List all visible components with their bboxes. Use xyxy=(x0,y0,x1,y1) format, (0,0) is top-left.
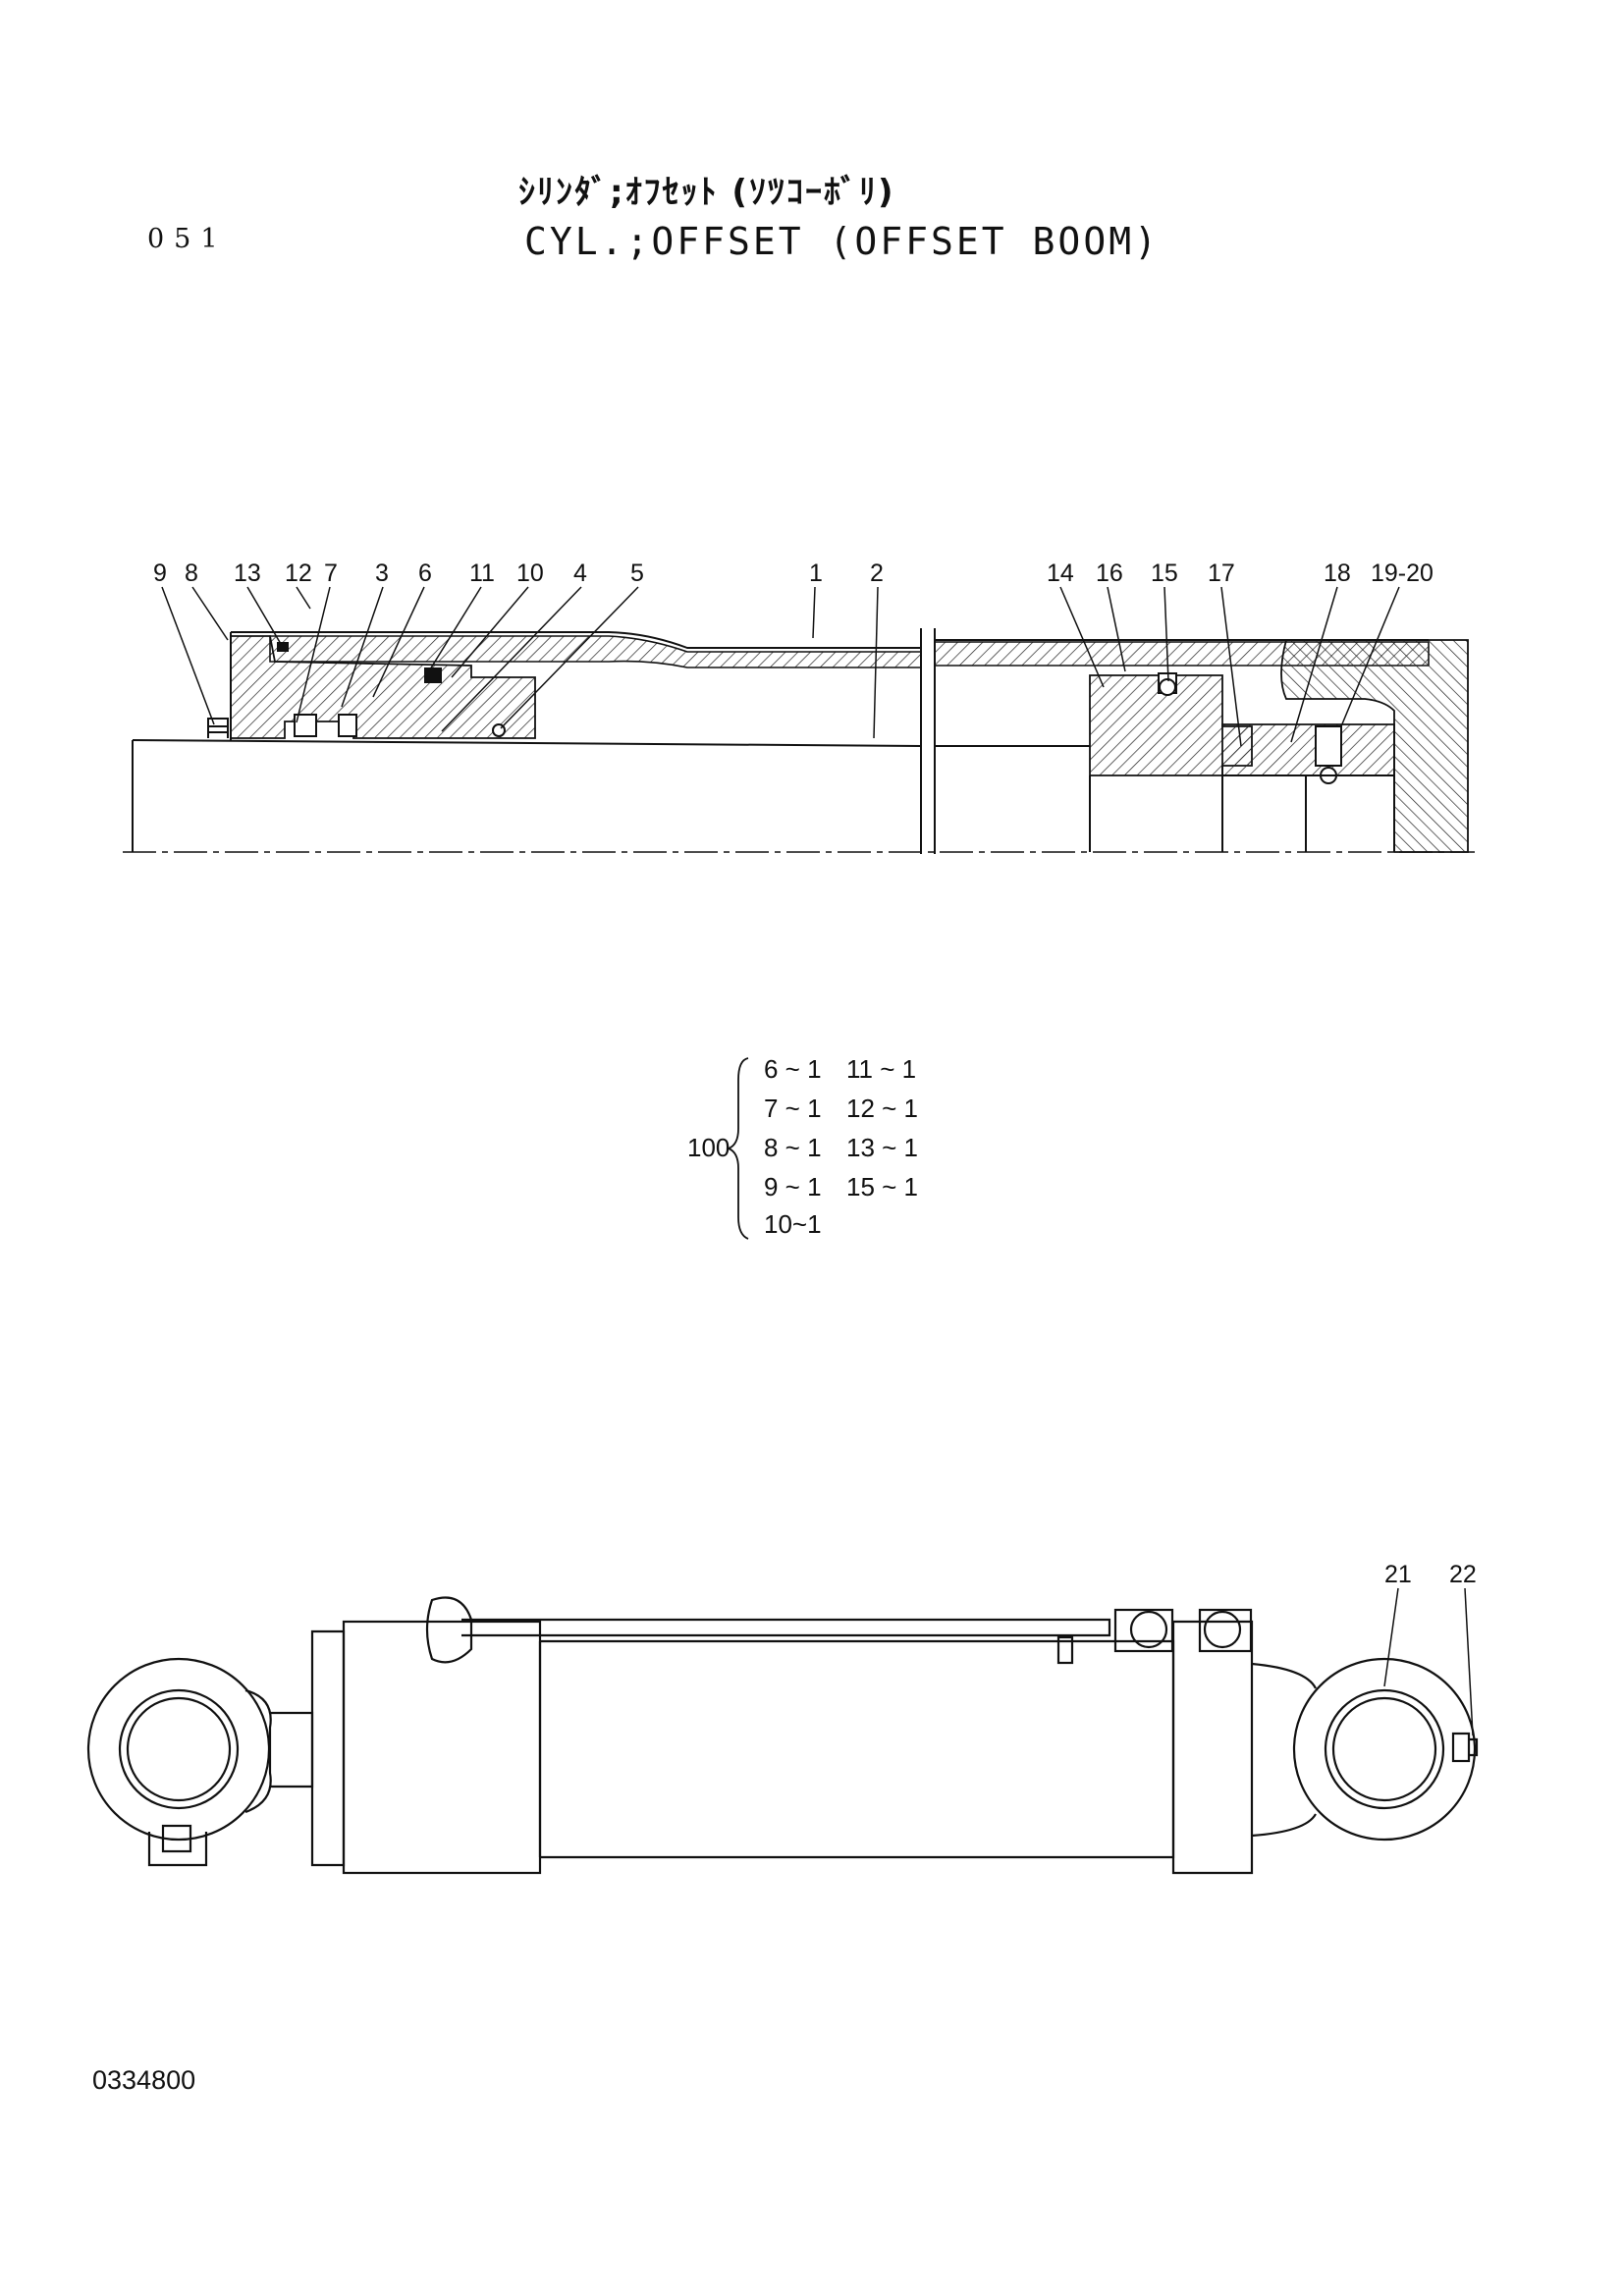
kit-right-0: 11 ~ 1 xyxy=(846,1054,916,1084)
title-english: CYL.;OFFSET (OFFSET BOOM) xyxy=(524,220,1160,263)
callout-19-20: 19-20 xyxy=(1371,560,1434,587)
kit-brace xyxy=(726,1057,749,1240)
drawing-number: 0334800 xyxy=(92,2065,196,2095)
callout-leaders xyxy=(161,586,1400,747)
kit-right-2: 13 ~ 1 xyxy=(846,1133,918,1162)
cylinder-bottom xyxy=(1280,639,1469,853)
kit-number: 100 xyxy=(687,1133,730,1162)
callout-1: 1 xyxy=(809,560,823,587)
piston-nut xyxy=(1221,723,1395,776)
callout-13: 13 xyxy=(234,560,261,587)
callout-9: 9 xyxy=(153,560,167,587)
callout-18: 18 xyxy=(1324,560,1351,587)
exterior-callouts: 21 22 xyxy=(1383,1561,1477,1736)
callout-4: 4 xyxy=(573,560,587,587)
seal-13 xyxy=(277,642,289,652)
bottom-eye xyxy=(1292,1657,1477,1842)
title-japanese: ｼﾘﾝﾀﾞ;ｵﾌｾｯﾄ (ｿﾂｺｰﾎﾞﾘ) xyxy=(518,173,895,212)
kit-left-4: 10~1 xyxy=(764,1209,822,1239)
kit-left-1: 7 ~ 1 xyxy=(764,1094,822,1123)
callout-7: 7 xyxy=(324,560,338,587)
rod-eye xyxy=(86,1657,271,1842)
callout-22: 22 xyxy=(1449,1561,1477,1588)
section-callout-labels: 9 8 13 12 7 3 6 11 10 4 5 1 2 14 16 15 1… xyxy=(153,560,1434,587)
callout-17: 17 xyxy=(1208,560,1235,587)
seal-11 xyxy=(424,667,442,683)
callout-21: 21 xyxy=(1384,1561,1412,1588)
exterior-view xyxy=(86,1596,1479,1875)
kit-left-3: 9 ~ 1 xyxy=(764,1172,822,1201)
callout-14: 14 xyxy=(1047,560,1074,587)
callout-11: 11 xyxy=(469,560,495,587)
callout-8: 8 xyxy=(185,560,198,587)
callout-2: 2 xyxy=(870,560,884,587)
callout-3: 3 xyxy=(375,560,389,587)
callout-16: 16 xyxy=(1096,560,1123,587)
callout-6: 6 xyxy=(418,560,432,587)
kit-right-3: 15 ~ 1 xyxy=(846,1172,918,1201)
kit-table: 100 6 ~ 1 7 ~ 1 8 ~ 1 9 ~ 1 10~1 11 ~ 1 … xyxy=(687,1054,918,1240)
cross-section-view xyxy=(123,628,1475,854)
callout-5: 5 xyxy=(630,560,644,587)
cylinder-tube xyxy=(269,635,922,668)
callout-12: 12 xyxy=(285,560,312,587)
callout-10: 10 xyxy=(516,560,544,587)
page-number: 051 xyxy=(147,224,228,254)
kit-right-1: 12 ~ 1 xyxy=(846,1094,918,1123)
kit-left-0: 6 ~ 1 xyxy=(764,1054,822,1084)
kit-left-2: 8 ~ 1 xyxy=(764,1133,822,1162)
callout-15: 15 xyxy=(1151,560,1178,587)
